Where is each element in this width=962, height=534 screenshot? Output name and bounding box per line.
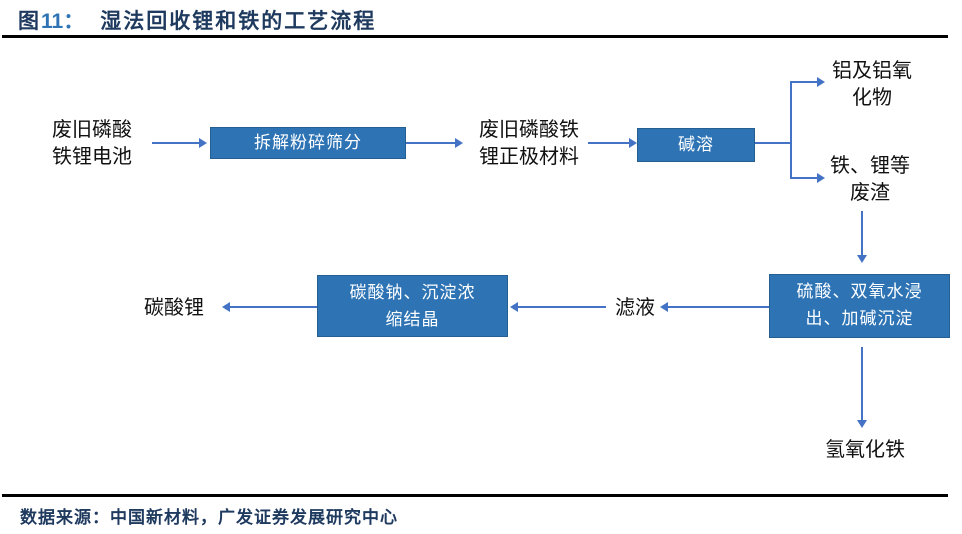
- node-waste-cathode-material: 废旧磷酸铁 锂正极材料: [479, 117, 579, 168]
- arrow-cathode-to-alkali: [588, 142, 630, 144]
- arrow-filtrate-to-crystallize: [518, 306, 606, 308]
- node-waste-battery: 废旧磷酸 铁锂电池: [52, 117, 132, 168]
- arrow-battery-to-dismantle: [152, 142, 200, 144]
- process-box-dismantle-crush-sieve: 拆解粉碎筛分: [210, 127, 406, 159]
- arrowhead-down-icon: [857, 420, 867, 428]
- node-iron-lithium-residue: 铁、锂等 废渣: [830, 153, 910, 204]
- arrowhead-right-icon: [629, 138, 637, 148]
- process-box-alkali-dissolution: 碱溶: [637, 128, 755, 162]
- arrowhead-left-icon: [222, 302, 230, 312]
- arrowhead-down-icon: [857, 255, 867, 263]
- arrow-residue-to-leach: [861, 211, 863, 256]
- process-box-sodium-carbonate-crystallize: 碳酸钠、沉淀浓 缩结晶: [317, 275, 508, 337]
- arrow-branch-to-aluminum: [791, 81, 818, 83]
- arrowhead-left-icon: [660, 302, 668, 312]
- arrow-crystallize-to-lithium-carbonate: [230, 306, 317, 308]
- arrowhead-right-icon: [455, 138, 463, 148]
- node-iron-hydroxide: 氢氧化铁: [825, 437, 905, 461]
- figure-number: 11：: [41, 10, 85, 33]
- figure-title-text: 湿法回收锂和铁的工艺流程: [100, 9, 377, 33]
- connector-alkali-branch: [755, 142, 792, 144]
- figure-char: 图: [18, 9, 41, 33]
- connector-branch-vertical: [790, 81, 792, 179]
- arrow-leach-to-filtrate: [668, 306, 769, 308]
- node-aluminum-oxides: 铝及铝氧 化物: [832, 58, 912, 109]
- node-lithium-carbonate: 碳酸锂: [144, 295, 204, 319]
- title-divider: [2, 35, 948, 38]
- arrowhead-left-icon: [510, 302, 518, 312]
- arrow-leach-to-iron-hydroxide: [861, 347, 863, 421]
- arrowhead-right-icon: [817, 77, 825, 87]
- arrow-dismantle-to-cathode: [406, 142, 456, 144]
- arrowhead-right-icon: [199, 138, 207, 148]
- arrowhead-right-icon: [817, 173, 825, 183]
- figure-title: 图11： 湿法回收锂和铁的工艺流程: [18, 5, 376, 35]
- node-filtrate: 滤液: [615, 295, 655, 319]
- data-source: 数据来源：中国新材料，广发证券发展研究中心: [20, 508, 398, 528]
- process-box-acid-leach-precipitate: 硫酸、双氧水浸 出、加碱沉淀: [769, 274, 950, 338]
- arrow-branch-to-residue: [791, 177, 818, 179]
- footer-divider: [2, 494, 948, 497]
